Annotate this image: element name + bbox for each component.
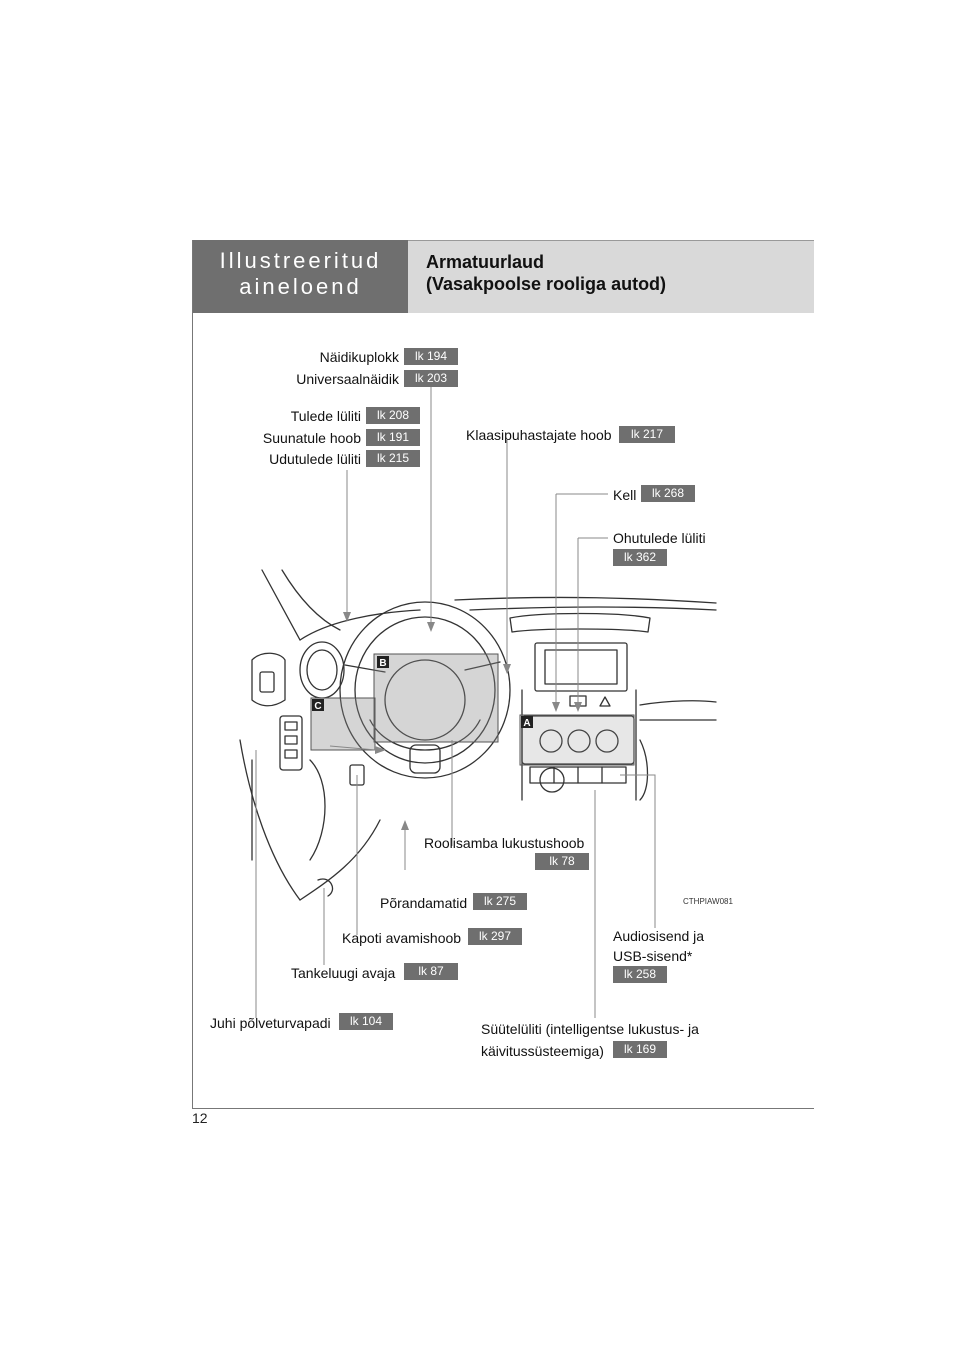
label-suutelulti-line1: Süütelüliti (intelligentse lukustus- ja <box>481 1021 699 1037</box>
page-ref-tulede-luliti[interactable]: lk 208 <box>366 407 420 424</box>
image-code: CTHPIAW081 <box>683 897 733 906</box>
marker-a: A <box>523 718 530 729</box>
label-kapoti: Kapoti avamishoob <box>342 930 462 946</box>
page-ref-naidikuplokk[interactable]: lk 194 <box>404 348 458 365</box>
page-title-block: Armatuurlaud (Vasakpoolse rooliga autod) <box>408 240 814 313</box>
page-number: 12 <box>192 1110 208 1126</box>
page-title: Armatuurlaud <box>426 252 545 272</box>
label-kell: Kell <box>613 487 637 503</box>
page-ref-tankeluugi[interactable]: lk 87 <box>404 963 458 980</box>
label-klaasipuhastajate-hoob: Klaasipuhastajate hoob <box>466 427 612 443</box>
page-ref-universaalnaidik[interactable]: lk 203 <box>404 370 458 387</box>
section-header: Illustreeritud aineloend <box>193 240 408 313</box>
page-ref-kell[interactable]: lk 268 <box>641 485 695 502</box>
page-ref-klaasipuhastajate-hoob[interactable]: lk 217 <box>619 426 675 443</box>
page-ref-roolisamba[interactable]: lk 78 <box>535 853 589 870</box>
label-suunatule-hoob: Suunatule hoob <box>262 430 361 446</box>
marker-c: C <box>314 701 321 712</box>
label-audiosisend-line2: USB-sisend* <box>613 948 693 964</box>
page-ref-suutelulti[interactable]: lk 169 <box>613 1041 667 1058</box>
page-ref-audiosisend[interactable]: lk 258 <box>613 966 667 983</box>
section-title-line2: aineloend <box>239 274 362 299</box>
page-subtitle: (Vasakpoolse rooliga autod) <box>426 274 667 294</box>
label-ohutulede-luliti: Ohutulede lüliti <box>613 530 706 546</box>
label-juhi: Juhi põlveturvapadi <box>210 1015 331 1031</box>
page-ref-udutulede-luliti[interactable]: lk 215 <box>366 450 420 467</box>
page-ref-kapoti[interactable]: lk 297 <box>468 928 522 945</box>
label-porandamatid: Põrandamatid <box>380 895 468 911</box>
page-ref-juhi[interactable]: lk 104 <box>339 1013 393 1030</box>
label-suutelulti-line2: käivitussüsteemiga) <box>481 1043 604 1059</box>
section-title-line1: Illustreeritud <box>219 248 382 273</box>
label-naidikuplokk: Näidikuplokk <box>319 349 399 365</box>
label-audiosisend-line1: Audiosisend ja <box>613 928 705 944</box>
label-udutulede-luliti: Udutulede lüliti <box>269 451 361 467</box>
label-roolisamba: Roolisamba lukustushoob <box>424 835 585 851</box>
page-ref-ohutulede-luliti[interactable]: lk 362 <box>613 549 667 566</box>
label-tulede-luliti: Tulede lüliti <box>290 408 361 424</box>
page-ref-suunatule-hoob[interactable]: lk 191 <box>366 429 420 446</box>
label-tankeluugi: Tankeluugi avaja <box>291 965 396 981</box>
page-frame-left <box>192 240 193 1108</box>
page-ref-porandamatid[interactable]: lk 275 <box>473 893 527 910</box>
page-frame-bottom <box>192 1108 814 1109</box>
marker-b: B <box>379 658 386 669</box>
label-universaalnaidik: Universaalnäidik <box>296 371 399 387</box>
